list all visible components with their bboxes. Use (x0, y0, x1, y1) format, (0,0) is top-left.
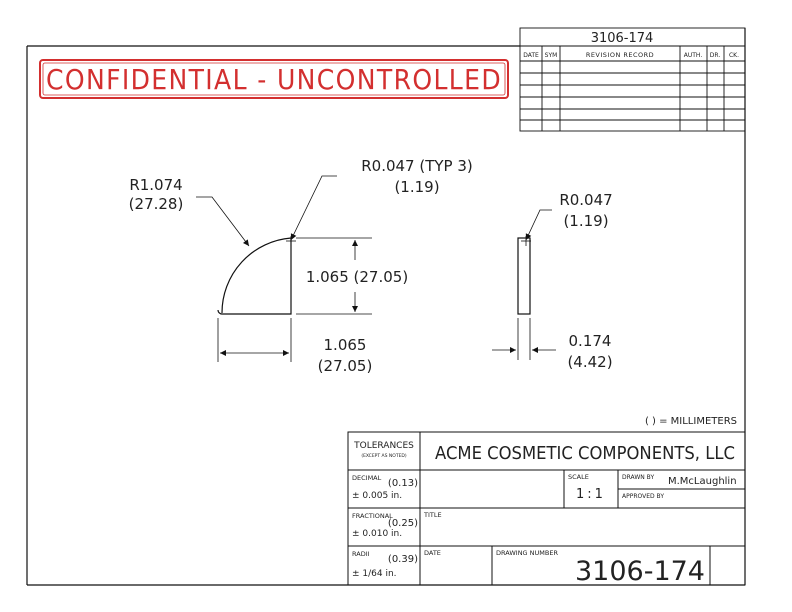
decimal-mm: (0.13) (388, 478, 418, 489)
outer-radius-mm-label: (27.28) (129, 195, 184, 213)
scale-value: 1:1 (576, 487, 606, 502)
corner-radius-mm-label: (1.19) (394, 178, 439, 196)
front-view-dimensions (196, 175, 372, 362)
fractional-label: FRACTIONAL (352, 512, 393, 520)
units-note: ( ) = MILLIMETERS (645, 416, 737, 427)
radii-label: RADII (352, 550, 370, 558)
tolerances-label: TOLERANCES (353, 441, 414, 451)
revision-header-dr: DR. (710, 52, 721, 59)
part-front-view (217, 237, 292, 315)
drawing-number: 3106-174 (575, 556, 705, 587)
company-name: ACME COSMETIC COMPONENTS, LLC (435, 443, 735, 464)
revision-header-ck: CK. (729, 52, 739, 59)
corner-radius-label: R0.047 (TYP 3) (361, 157, 473, 175)
confidential-stamp: CONFIDENTIAL - UNCONTROLLED (39, 59, 509, 99)
revision-header-date: DATE (523, 52, 539, 59)
side-radius-mm-label: (1.19) (563, 212, 608, 230)
side-view-dimensions (492, 209, 556, 360)
width-dimension-mm-label: (27.05) (318, 357, 373, 375)
title-block (347, 431, 746, 586)
part-side-view (517, 237, 531, 315)
revision-part-number: 3106-174 (591, 31, 654, 46)
radii-mm: (0.39) (388, 554, 418, 565)
drawing-number-label: DRAWING NUMBER (496, 549, 558, 557)
thickness-mm-label: (4.42) (567, 353, 612, 371)
radii-in: ± 1/64 in. (352, 569, 397, 579)
corner-center-marks (286, 236, 296, 246)
side-radius-label: R0.047 (559, 191, 612, 209)
decimal-label: DECIMAL (352, 474, 382, 482)
thickness-label: 0.174 (569, 332, 612, 350)
fractional-mm: (0.25) (388, 518, 418, 529)
decimal-in: ± 0.005 in. (352, 491, 402, 501)
scale-label: SCALE (568, 473, 589, 481)
width-dimension-label: 1.065 (324, 336, 367, 354)
revision-header-record: REVISION RECORD (586, 51, 654, 59)
approved-by-label: APPROVED BY (622, 493, 664, 500)
revision-block (519, 27, 746, 132)
revision-header-sym: SYM (545, 52, 558, 59)
fractional-in: ± 0.010 in. (352, 529, 402, 539)
height-dimension-label: 1.065 (27.05) (306, 268, 408, 286)
revision-header-auth: AUTH. (684, 52, 703, 59)
outer-radius-label: R1.074 (129, 176, 182, 194)
drawn-by-value: M.McLaughlin (668, 476, 737, 487)
confidential-stamp-text: CONFIDENTIAL - UNCONTROLLED (46, 63, 502, 96)
drawn-by-label: DRAWN BY (622, 474, 654, 481)
date-label: DATE (424, 549, 441, 557)
sheet-border (26, 28, 746, 586)
tolerances-sub-label: (EXCEPT AS NOTED) (361, 453, 407, 459)
title-label: TITLE (423, 511, 442, 519)
